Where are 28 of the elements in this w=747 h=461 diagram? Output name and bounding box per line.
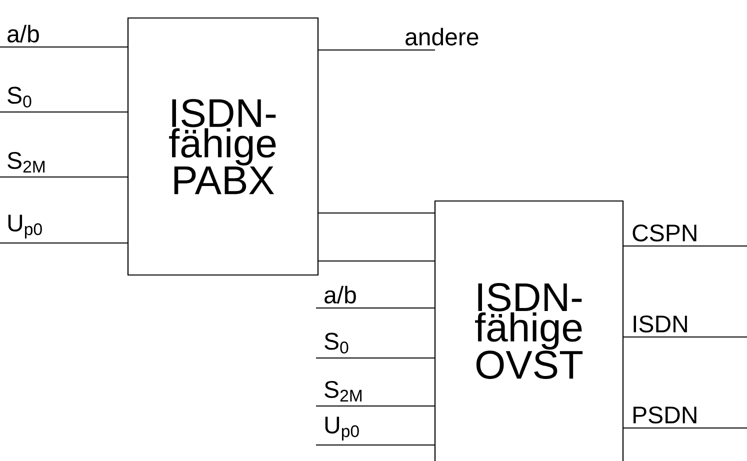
line: [0, 242, 128, 244]
line: [0, 111, 128, 113]
interface-label: ISDN: [634, 315, 687, 332]
interface-label: U$_{p0}$: [325, 416, 359, 440]
line: [624, 427, 747, 429]
interface-label: a/b: [8, 24, 39, 42]
line: [0, 46, 128, 48]
line: [624, 336, 747, 338]
interface-label: S$_{2M}$: [324, 380, 362, 402]
device-box: ISDN- fähige PABX: [127, 17, 319, 276]
interface-label: PSDN: [634, 406, 696, 424]
interface-label: a/b: [324, 286, 356, 304]
line: [318, 260, 434, 262]
interface-label: S$_{0}$: [8, 86, 32, 108]
device-box: ISDN- fähige OVST: [434, 200, 624, 461]
line: [316, 444, 434, 446]
interface-label: andere: [406, 28, 478, 46]
line: [624, 245, 747, 247]
line: [316, 307, 434, 309]
line: [0, 176, 128, 178]
interface-label: S$_{0}$: [324, 332, 348, 354]
line: [318, 212, 434, 214]
line: [318, 49, 435, 51]
interface-label: CSPN: [632, 224, 696, 242]
line: [316, 405, 434, 407]
line: [316, 357, 434, 359]
interface-label: U$_{p0}$: [8, 214, 42, 238]
interface-label: S$_{2M}$: [8, 152, 44, 172]
